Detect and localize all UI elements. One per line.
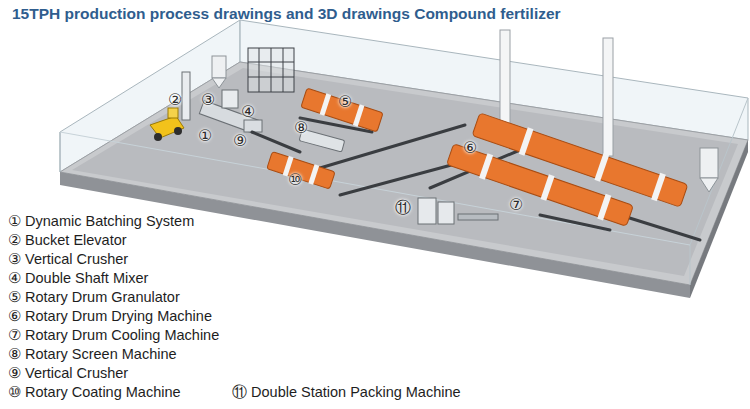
wheel-loader	[150, 108, 184, 141]
legend-item: ② Bucket Elevator	[8, 232, 127, 249]
crusher	[222, 90, 238, 108]
legend-item: ⑪ Double Station Packing Machine	[232, 384, 461, 401]
legend-item: ⑩ Rotary Coating Machine	[8, 384, 181, 401]
legend-item: ① Dynamic Batching System	[8, 213, 194, 230]
legend-item: ⑨ Vertical Crusher	[8, 365, 128, 382]
callout-number: ⑤	[338, 94, 352, 110]
legend-item: ⑥ Rotary Drum Drying Machine	[8, 308, 212, 325]
callout-number: ⑪	[395, 200, 411, 216]
legend-item: ③ Vertical Crusher	[8, 251, 128, 268]
callout-number: ⑦	[509, 197, 523, 213]
coating-drum	[266, 151, 335, 190]
callout-number: ③	[201, 92, 215, 108]
callout-number: ④	[241, 104, 255, 120]
steel-frame	[248, 48, 294, 92]
floor-slab	[60, 62, 748, 285]
callout-number: ②	[168, 92, 182, 108]
bucket-elevator	[182, 72, 190, 120]
slab-side	[690, 140, 748, 298]
legend-item: ④ Double Shaft Mixer	[8, 270, 148, 287]
granulator-drum	[301, 87, 384, 133]
glass-edge	[60, 132, 61, 172]
callout-number: ⑧	[294, 120, 308, 136]
callout-number: ⑩	[288, 172, 302, 188]
legend-item: ⑦ Rotary Drum Cooling Machine	[8, 327, 219, 344]
packing-machine	[418, 198, 498, 224]
legend-item: ⑤ Rotary Drum Granulator	[8, 289, 180, 306]
callout-number: ⑥	[463, 140, 477, 156]
slab-front	[60, 172, 690, 298]
legend-item: ⑧ Rotary Screen Machine	[8, 346, 177, 363]
callout-number: ①	[198, 128, 212, 144]
mixer	[244, 120, 262, 132]
glass-edge	[690, 98, 748, 285]
title: 15TPH production process drawings and 3D…	[12, 5, 561, 23]
chimney	[603, 38, 613, 156]
callout-number: ⑨	[233, 133, 247, 149]
